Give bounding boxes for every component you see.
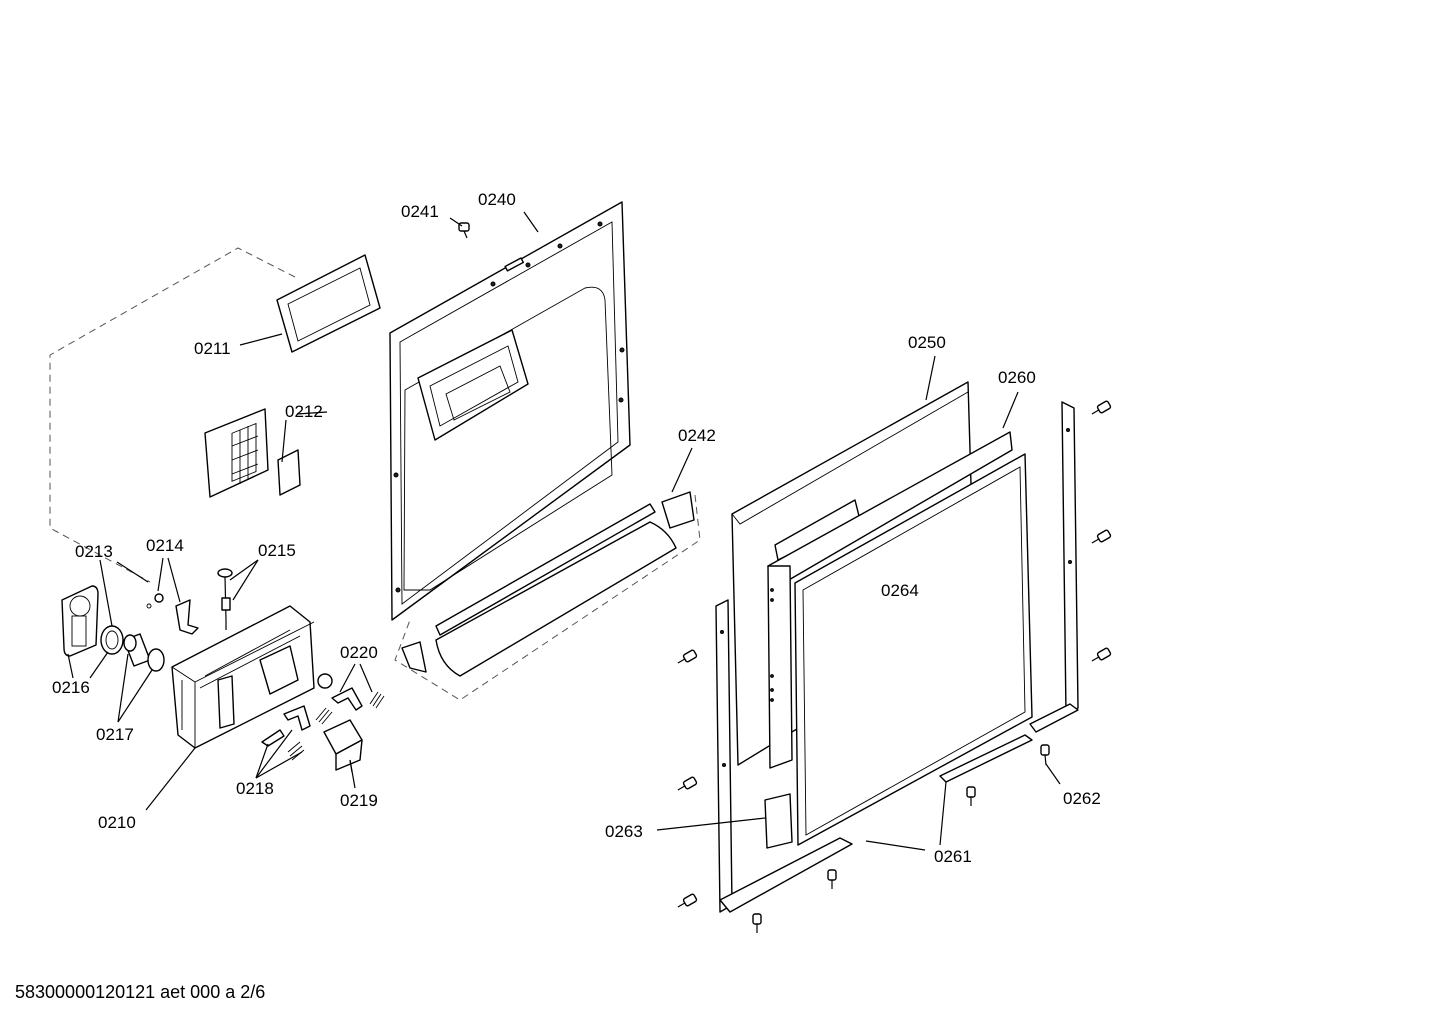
part-0264-front-panel [794,453,1033,846]
part-0241-screw [458,222,470,239]
label-0263: 0263 [605,822,643,841]
part-0261-strip [939,734,1033,783]
label-0212: 0212 [285,402,323,421]
label-0218: 0218 [236,779,274,798]
part-0215-pin [217,568,233,630]
leader-lines [67,211,1061,851]
part-0211-gasket [276,254,381,353]
part-0212-vent [204,408,301,498]
part-0263-block [764,793,793,849]
part-labels: 0211 0212 0213 0214 0215 0216 0217 0210 … [52,190,1101,866]
label-0216: 0216 [52,678,90,697]
label-0260: 0260 [998,368,1036,387]
part-0220-actuator [317,673,385,711]
part-0218-levers [261,705,333,761]
label-0213: 0213 [75,542,113,561]
label-0240: 0240 [478,190,516,209]
label-0219: 0219 [340,791,378,810]
label-0220: 0220 [340,643,378,662]
label-0214: 0214 [146,536,184,555]
label-0211: 0211 [194,339,231,358]
part-0214-catch [146,593,199,635]
label-0217: 0217 [96,725,134,744]
part-0210-control-housing [171,605,315,749]
label-0210: 0210 [98,813,136,832]
part-0213-handle [61,585,99,657]
right-side-rail [1029,401,1079,733]
left-side-rail [715,599,853,913]
part-0219-switch [323,719,363,773]
part-0242-strip [394,491,701,701]
label-0261: 0261 [934,847,972,866]
part-0216-ring [100,625,124,655]
label-0215: 0215 [258,541,296,560]
part-0240-inner-door [389,201,631,621]
label-0242: 0242 [678,426,716,445]
screw-set [677,400,1112,933]
part-0217-bushing [123,633,165,672]
assembly-dashed-boundary [49,247,296,583]
drawing-reference: 58300000120121 aet 000 a 2/6 [15,982,265,1002]
label-0250: 0250 [908,333,946,352]
label-0264: 0264 [881,581,919,600]
label-0262: 0262 [1063,789,1101,808]
part-0260-bracket [767,431,1013,769]
label-0241: 0241 [401,202,439,221]
